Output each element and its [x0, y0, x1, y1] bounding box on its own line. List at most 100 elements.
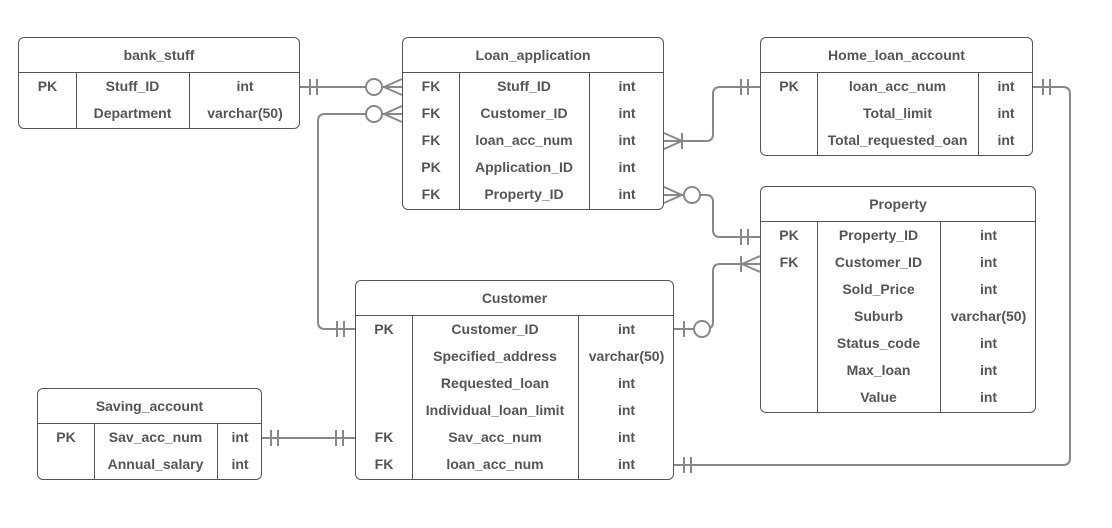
column-divider: [217, 424, 218, 479]
attribute-row: Value int: [761, 384, 1035, 411]
attribute-row: FK Sav_acc_num int: [356, 424, 673, 451]
attribute-row: Suburb varchar(50): [761, 303, 1035, 330]
rel-customer-home-loan: [674, 86, 1071, 466]
attribute-name-cell: Customer_ID: [480, 105, 568, 121]
entity-title: Home_loan_account: [761, 38, 1032, 73]
attribute-name-cell: loan_acc_num: [848, 78, 947, 94]
attribute-name-cell: loan_acc_num: [446, 456, 544, 472]
entity-title: Property: [761, 187, 1035, 222]
column-divider: [412, 316, 413, 479]
column-divider: [94, 424, 95, 479]
entity-title: Loan_application: [403, 38, 663, 73]
attribute-name-cell: Annual_salary: [107, 456, 204, 472]
column-divider: [189, 73, 190, 128]
attribute-row: Total_limit int: [761, 100, 1032, 127]
attribute-name-cell: Total_limit: [863, 105, 932, 121]
key-cell: [356, 370, 412, 397]
attribute-name-cell: Status_code: [836, 335, 921, 351]
key-cell: PK: [56, 429, 76, 445]
attribute-type-cell: int: [979, 254, 998, 270]
attribute-name-cell: Sav_acc_num: [108, 429, 203, 445]
attribute-row: FK loan_acc_num int: [403, 127, 663, 154]
key-cell: FK: [374, 429, 394, 445]
attribute-name-cell: Value: [860, 389, 897, 405]
attribute-type-cell: int: [979, 389, 998, 405]
attribute-row: Sold_Price int: [761, 276, 1035, 303]
attribute-type-cell: int: [979, 281, 998, 297]
key-cell: PK: [779, 227, 799, 243]
key-cell: FK: [421, 105, 441, 121]
rel-loan-application-property: [664, 194, 760, 238]
attribute-type-cell: int: [618, 78, 636, 94]
attribute-name-cell: Requested_loan: [440, 375, 550, 391]
attribute-name-cell: Stuff_ID: [105, 78, 160, 94]
attribute-type-cell: int: [997, 78, 1015, 94]
attribute-name-cell: loan_acc_num: [475, 132, 573, 148]
attribute-type-cell: int: [979, 362, 998, 378]
attribute-type-cell: int: [997, 132, 1015, 148]
attribute-type-cell: int: [231, 429, 249, 445]
attribute-type-cell: int: [618, 105, 636, 121]
attribute-row: Annual_salary int: [38, 451, 261, 478]
key-cell: [761, 384, 817, 411]
rel-loan-application-home-loan: [664, 86, 760, 142]
attribute-name-cell: Sold_Price: [842, 281, 915, 297]
attribute-type-cell: int: [231, 456, 249, 472]
key-cell: FK: [779, 254, 799, 270]
key-cell: PK: [37, 78, 58, 94]
key-cell: PK: [374, 321, 394, 337]
key-cell: FK: [374, 456, 394, 472]
attribute-type-cell: int: [997, 105, 1015, 121]
attribute-type-cell: varchar(50): [950, 308, 1027, 324]
column-divider: [459, 73, 460, 209]
attribute-type-cell: int: [618, 132, 636, 148]
attribute-name-cell: Property_ID: [484, 186, 564, 202]
key-cell: FK: [421, 78, 441, 94]
attribute-row: FK Customer_ID int: [761, 249, 1035, 276]
key-cell: [761, 100, 817, 127]
attribute-name-cell: Individual_loan_limit: [425, 402, 565, 418]
attribute-type-cell: int: [617, 429, 636, 445]
key-cell: [761, 303, 817, 330]
attribute-type-cell: varchar(50): [207, 105, 283, 121]
attribute-type-cell: int: [979, 335, 998, 351]
column-divider: [817, 222, 818, 412]
attribute-type-cell: int: [979, 227, 998, 243]
key-cell: [356, 343, 412, 370]
attribute-name-cell: Suburb: [854, 308, 903, 324]
attribute-row: PK Sav_acc_num int: [38, 424, 261, 451]
attribute-name-cell: Sav_acc_num: [448, 429, 542, 445]
rel-customer-property: [674, 263, 760, 330]
attribute-type-cell: int: [617, 456, 636, 472]
attribute-row: Status_code int: [761, 330, 1035, 357]
attribute-name-cell: Stuff_ID: [497, 78, 551, 94]
key-cell: [761, 330, 817, 357]
rel-customer-loan-application: [317, 113, 402, 330]
key-cell: FK: [421, 132, 441, 148]
attribute-name-cell: Customer_ID: [834, 254, 923, 270]
key-cell: [761, 357, 817, 384]
entity-title: bank_stuff: [19, 38, 299, 73]
attribute-row: FK Stuff_ID int: [403, 73, 663, 100]
attribute-type-cell: int: [236, 78, 254, 94]
column-divider: [578, 316, 579, 479]
attribute-name-cell: Customer_ID: [451, 321, 539, 337]
key-cell: [19, 100, 76, 127]
